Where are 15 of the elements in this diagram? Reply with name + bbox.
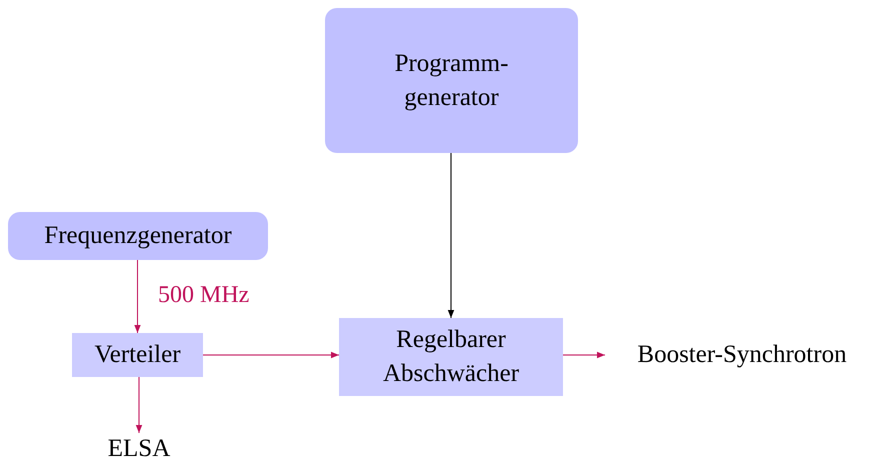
arrow	[448, 152, 454, 318]
node-text: Booster-Synchrotron	[637, 340, 847, 370]
node-text: Programm- generator	[394, 48, 510, 112]
node-text: Frequenzgenerator	[44, 221, 232, 251]
arrow	[136, 376, 142, 434]
process-box	[72, 333, 203, 377]
arrow	[562, 352, 606, 358]
node-text: ELSA	[108, 434, 170, 464]
arrow	[202, 352, 340, 358]
arrow	[134, 260, 141, 334]
node-text: Verteiler	[94, 340, 181, 370]
process-box	[8, 212, 268, 260]
node-text: Regelbarer Abschwächer	[382, 325, 520, 389]
process-box	[325, 8, 578, 153]
process-box	[339, 318, 563, 396]
